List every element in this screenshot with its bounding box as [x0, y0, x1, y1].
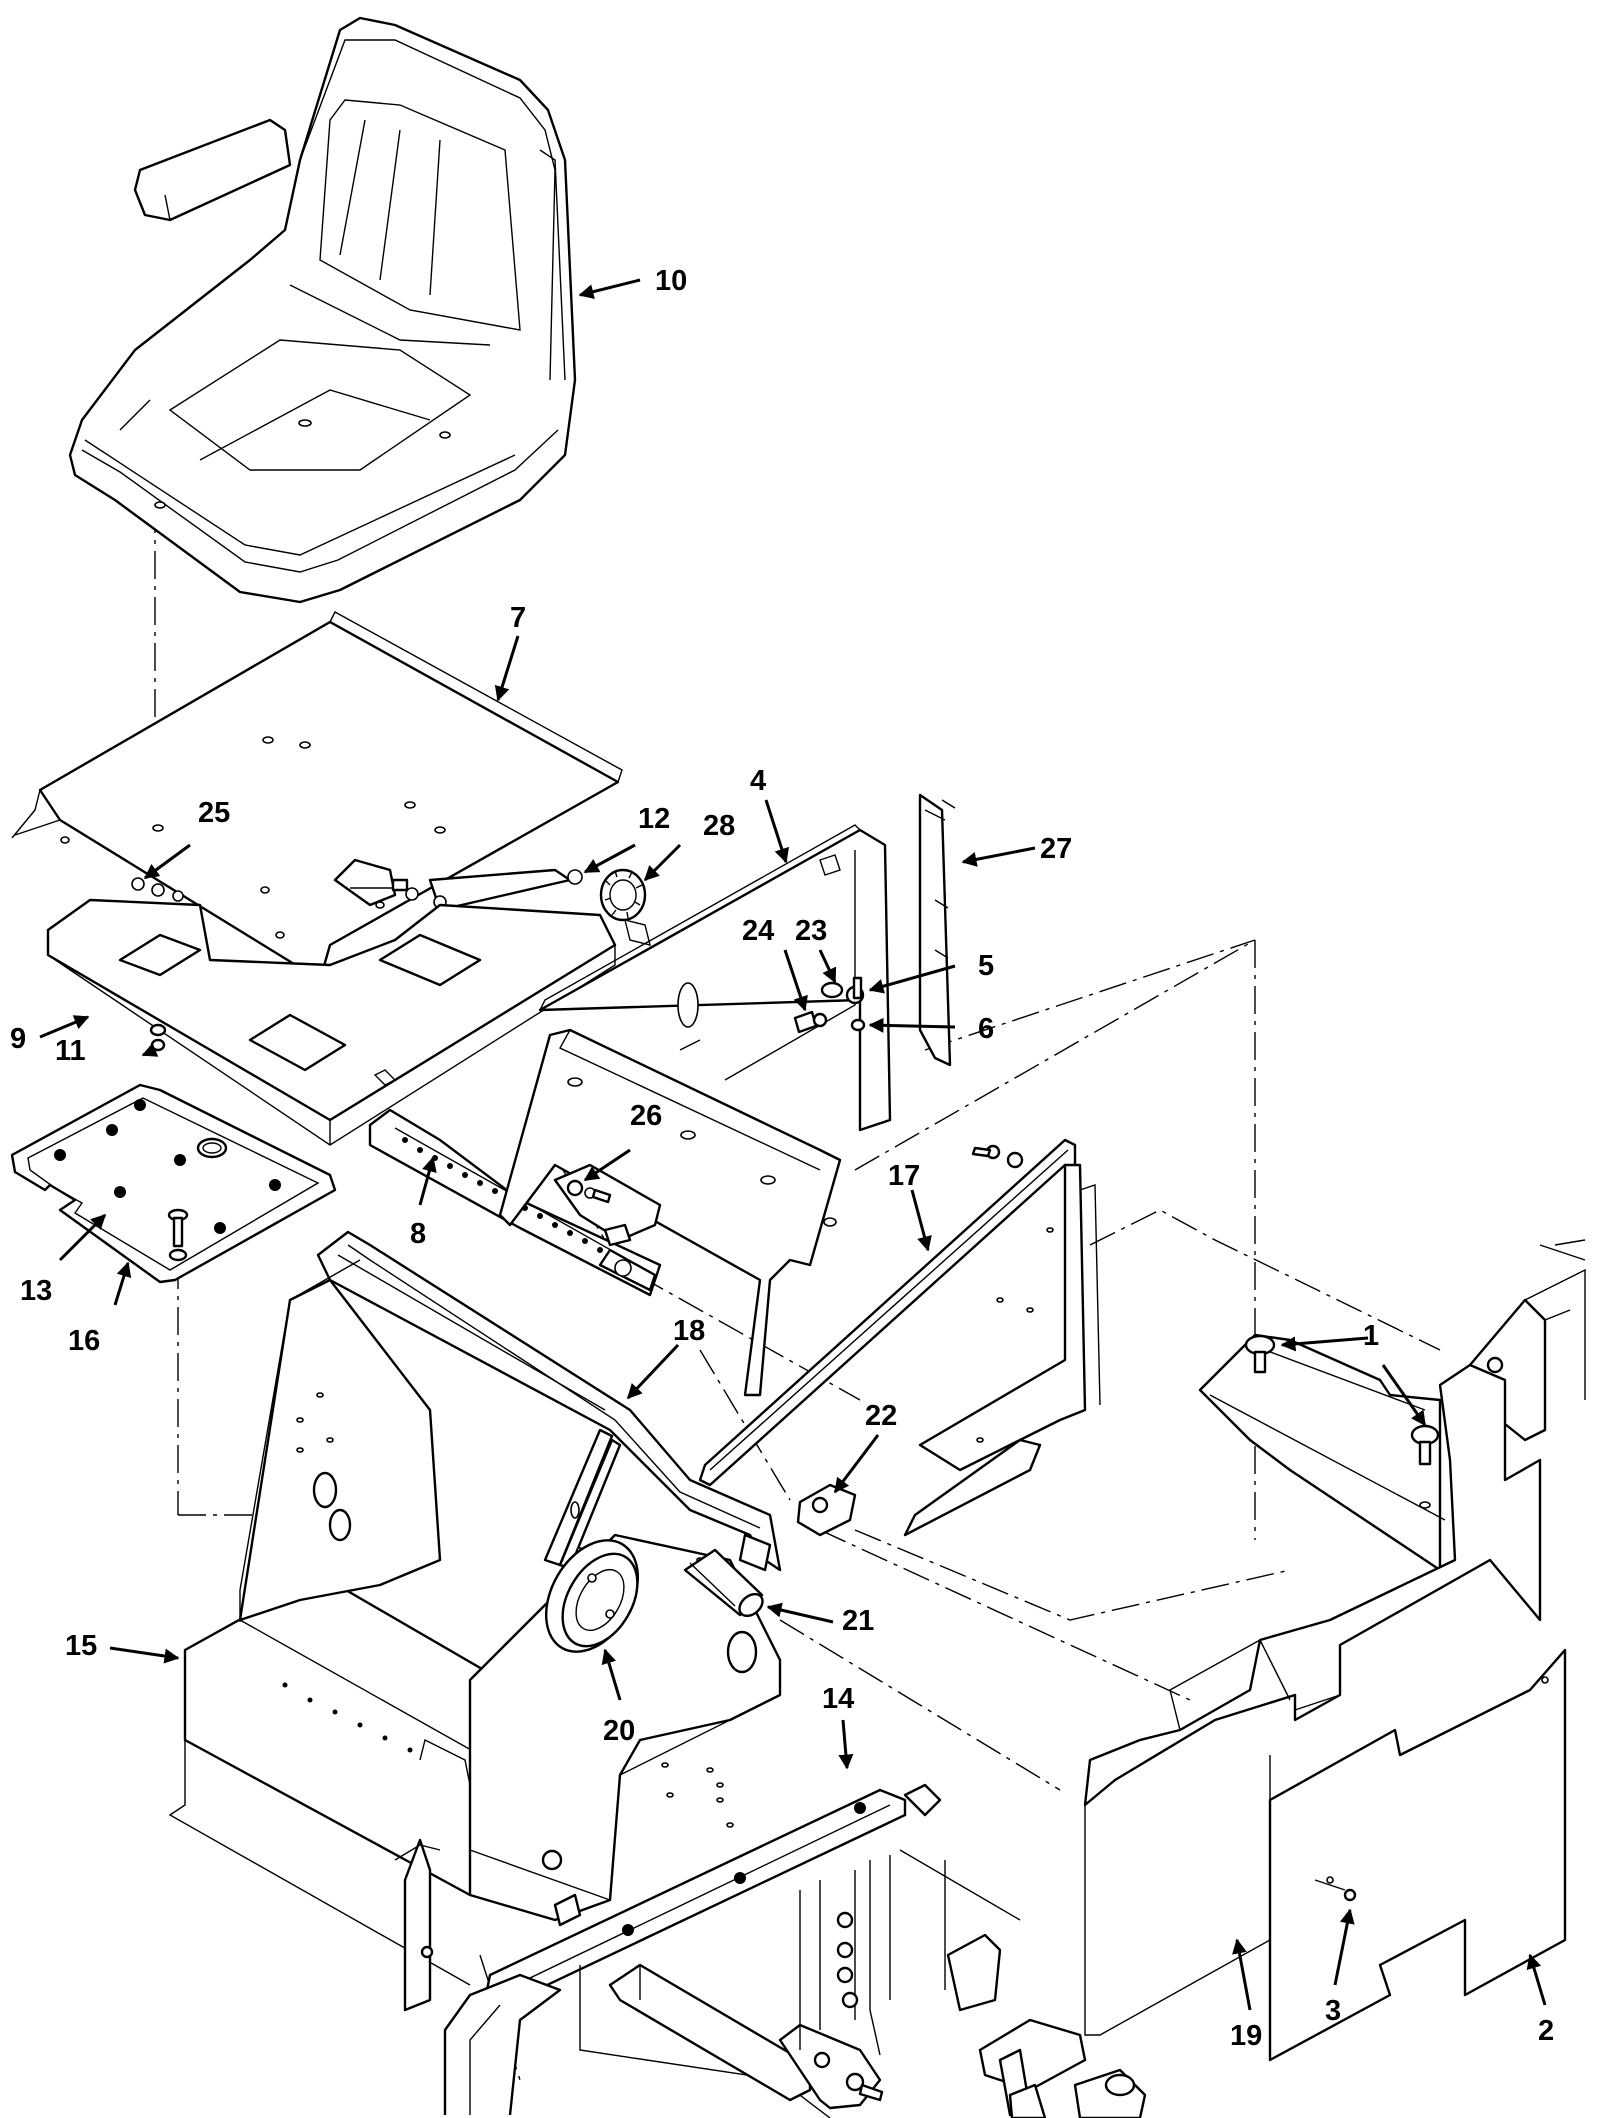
callout-1: 1 — [1363, 1320, 1379, 1352]
callout-23: 23 — [795, 915, 827, 947]
callout-6: 6 — [978, 1013, 994, 1045]
side-strip-27 — [918, 793, 956, 1067]
washer-nut — [149, 1023, 167, 1052]
round-fitting — [544, 1539, 640, 1653]
callout-14: 14 — [822, 1683, 854, 1715]
rear-frame-19 — [1083, 1363, 1542, 2036]
callout-25: 25 — [198, 797, 230, 829]
callout-11: 11 — [55, 1035, 86, 1067]
callout-15: 15 — [65, 1630, 97, 1662]
callout-4: 4 — [750, 765, 766, 797]
cylinder-pin — [683, 1548, 764, 1618]
seat-base-pan — [46, 898, 617, 1146]
bracket-hardware — [793, 976, 866, 1034]
angle-rail — [698, 1138, 1101, 1537]
callout-19: 19 — [1230, 2020, 1262, 2052]
frame-right — [1198, 1239, 1586, 1572]
callout-leaders — [39, 278, 1547, 2011]
bottom-bolt — [813, 2051, 884, 2102]
callout-17: 17 — [888, 1160, 920, 1192]
lower-chassis — [394, 1838, 1147, 2118]
callout-20: 20 — [603, 1715, 635, 1747]
callout-21: 21 — [842, 1605, 874, 1637]
grip-dots — [54, 1099, 281, 1234]
callout-18: 18 — [673, 1315, 705, 1347]
adjuster-knob — [599, 868, 647, 922]
callout-3: 3 — [1325, 1995, 1341, 2027]
upper-console-panel — [498, 1028, 842, 1397]
callout-9: 9 — [10, 1023, 26, 1055]
callout-27: 27 — [1040, 833, 1072, 865]
callout-8: 8 — [410, 1218, 426, 1250]
callout-26: 26 — [630, 1100, 662, 1132]
seat-support-bracket — [538, 824, 892, 1132]
callout-5: 5 — [978, 950, 994, 982]
callout-7: 7 — [510, 602, 526, 634]
upper-frame-cover — [316, 1230, 782, 1572]
callout-12: 12 — [638, 803, 670, 835]
rear-panel-2 — [1268, 1648, 1567, 2062]
panel-fastener-3 — [1314, 1876, 1357, 1902]
callout-16: 16 — [68, 1325, 100, 1357]
bolt-washer-26 — [566, 1179, 632, 1277]
side-panel-left — [238, 1278, 442, 1622]
callout-24: 24 — [742, 915, 774, 947]
callout-28: 28 — [703, 810, 735, 842]
callout-10: 10 — [655, 265, 687, 297]
callout-labels: 1 2 3 4 5 6 7 8 9 10 11 12 13 14 15 16 1… — [10, 265, 1554, 2052]
seat-pad-plate — [10, 1083, 337, 1284]
seat-assembly — [68, 16, 577, 604]
callout-2: 2 — [1538, 2015, 1554, 2047]
callout-13: 13 — [20, 1275, 52, 1307]
callout-22: 22 — [865, 1400, 897, 1432]
seat-latch-hardware — [131, 858, 583, 912]
grommet — [796, 1483, 857, 1537]
seat-mount-plate — [11, 611, 623, 982]
